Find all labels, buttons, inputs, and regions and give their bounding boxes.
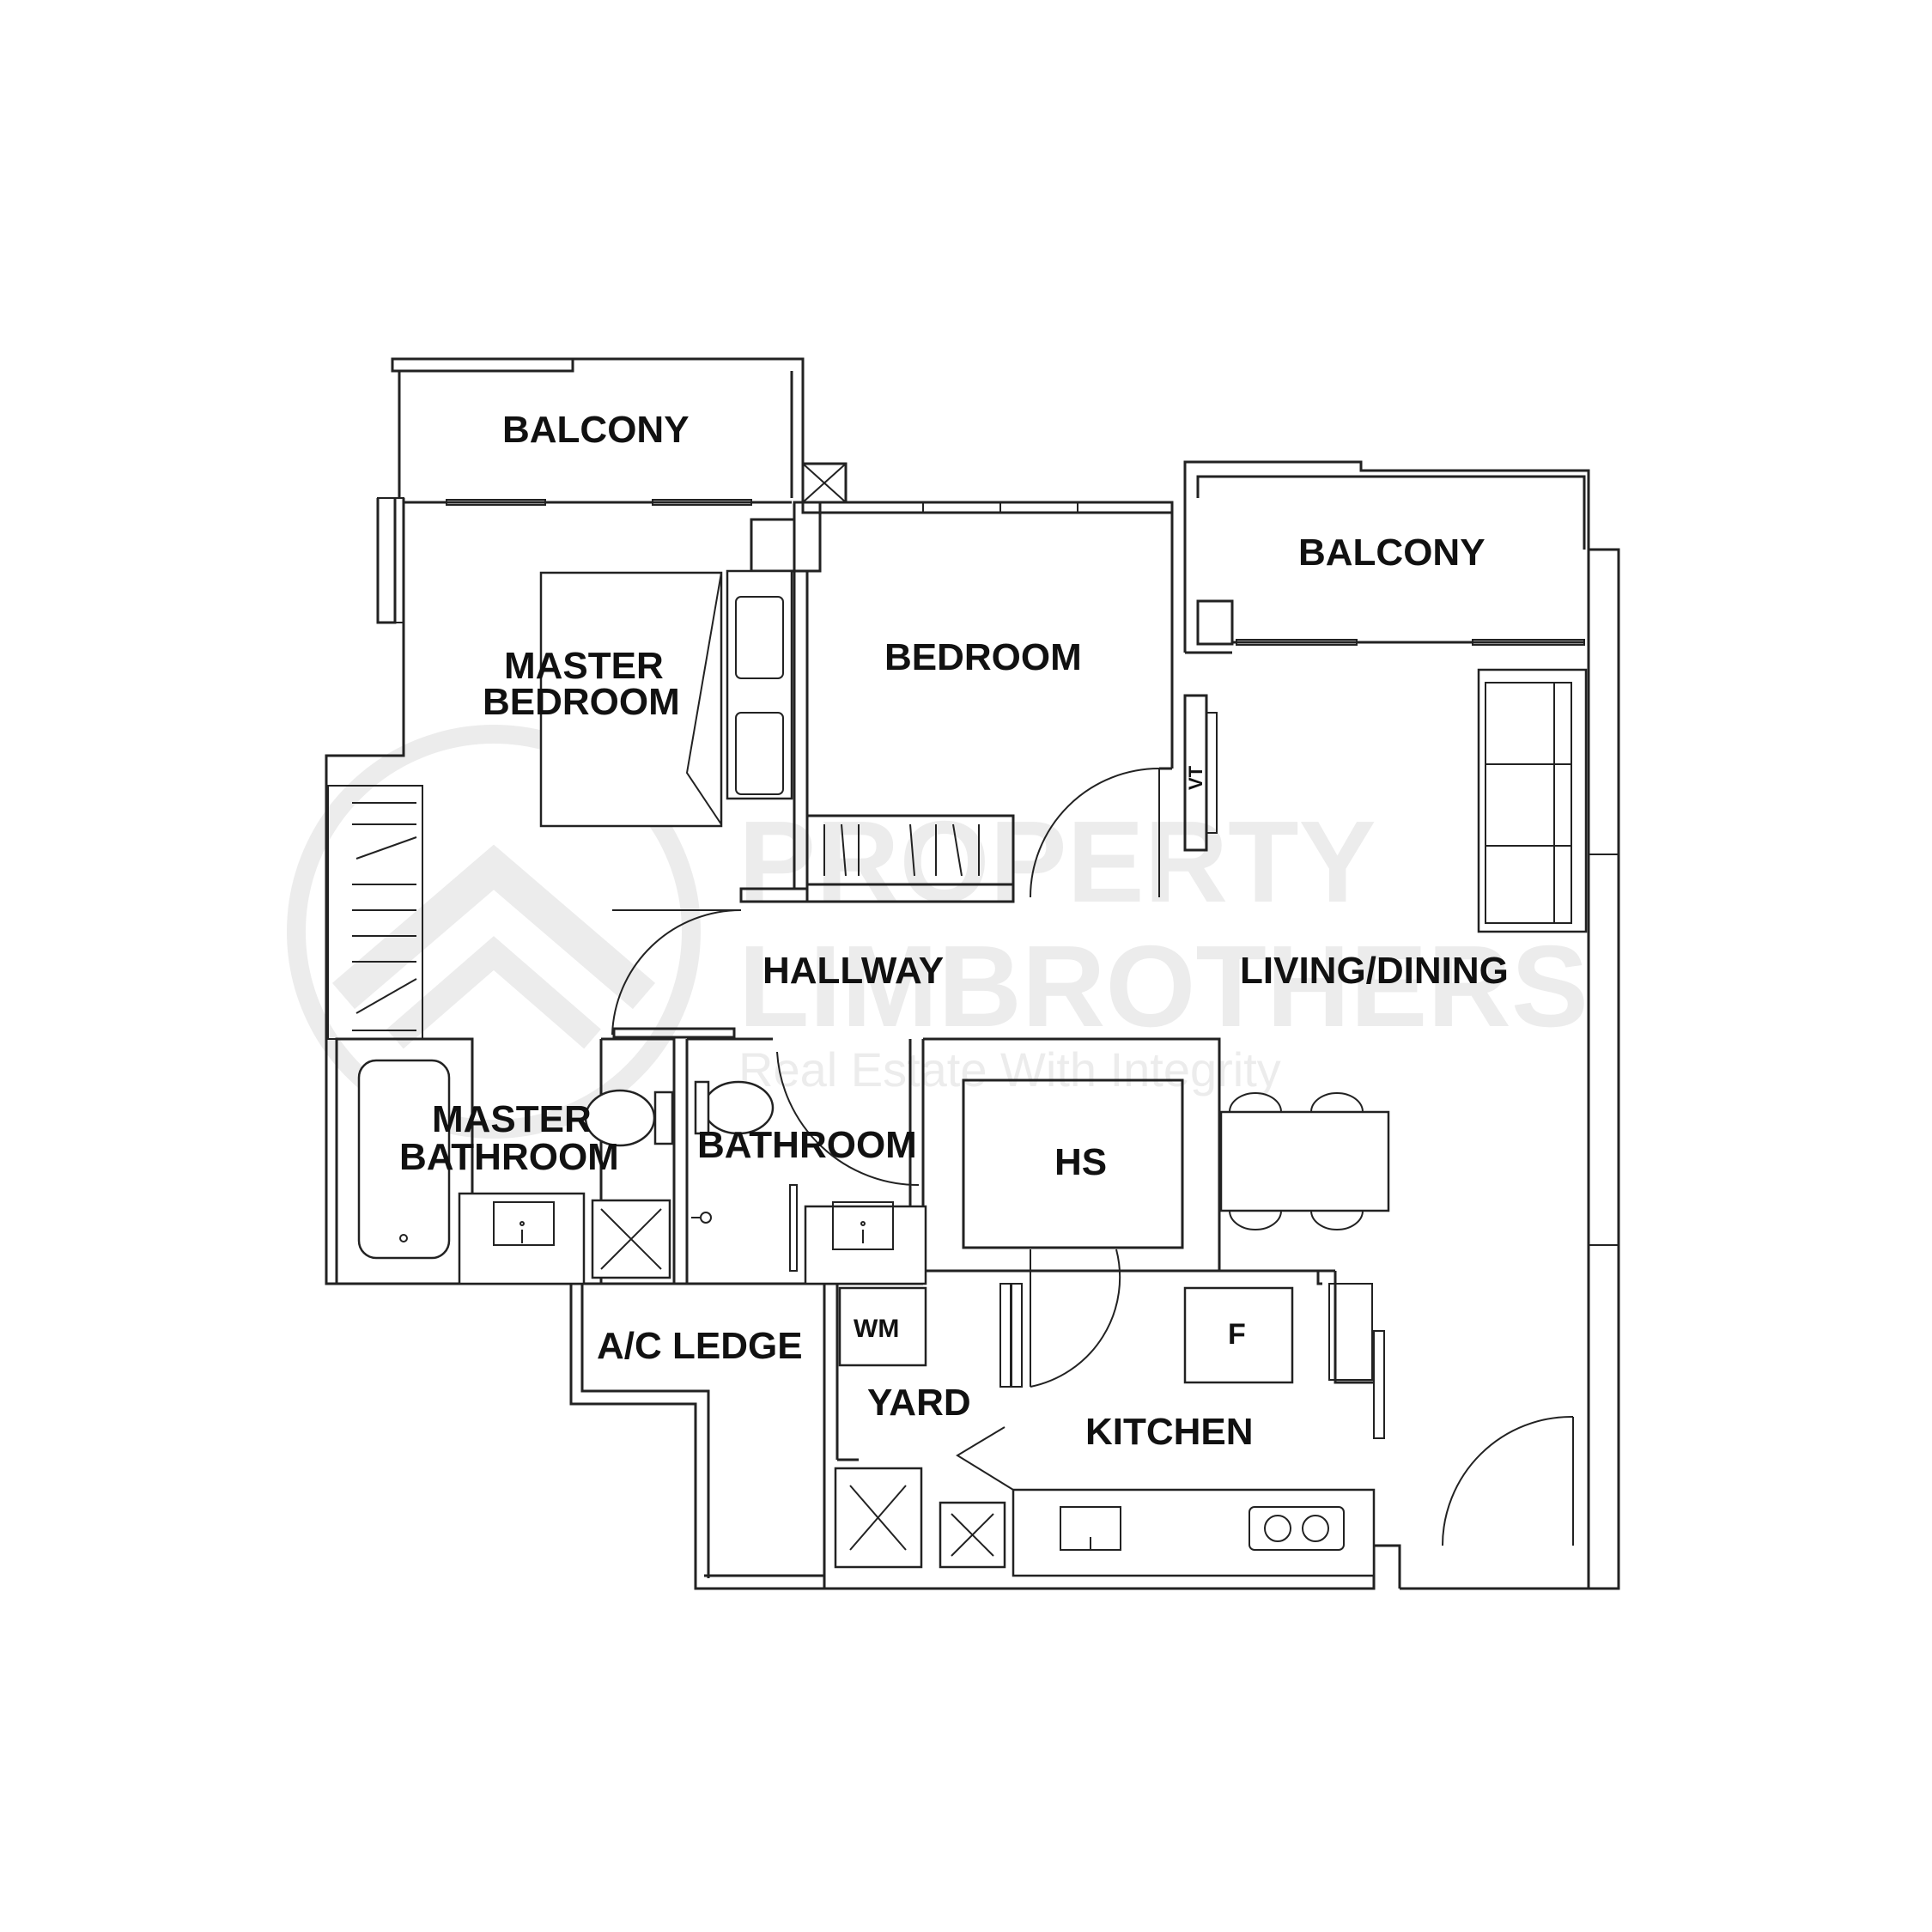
sofa [1477,668,1588,933]
doors [611,768,1574,1546]
yard-label: YARD [867,1382,971,1424]
balcony-master-label: BALCONY [502,409,690,451]
room-labels: BALCONY BALCONY MASTER BEDROOM BEDROOM H… [399,409,1509,1453]
washing-machine [838,1286,927,1367]
hallway-label: HALLWAY [762,950,944,992]
master-bathroom-label-2: BATHROOM [399,1136,619,1178]
bathtub [357,1059,451,1260]
common-basin [804,1205,927,1285]
void-label: VT [1185,765,1206,790]
master-bathroom-label-1: MASTER [432,1098,592,1140]
master-bed [539,571,723,828]
dining-table [1219,1110,1390,1212]
left-wardrobe-lines [352,802,417,1031]
balcony-living-label: BALCONY [1298,532,1485,574]
watermark-roof-icon [331,844,656,1010]
hs-label: HS [1054,1141,1107,1183]
bathroom-label: BATHROOM [697,1124,917,1166]
kitchen-label: KITCHEN [1085,1411,1254,1453]
master-bedroom-door-swing [611,909,742,1036]
watermark-roof-icon-inner [386,936,601,1049]
fridge [1183,1286,1294,1384]
hs-door-swing [1030,1249,1121,1388]
bedroom-label: BEDROOM [884,636,1082,678]
watermark-logo-ring [287,725,701,1139]
fixtures: WM F [335,569,1588,1577]
ac-ledge-label: A/C LEDGE [597,1325,803,1367]
bathroom-door-swing [776,1051,920,1187]
master-bedroom-label-1: MASTER [504,645,664,687]
kitchen-counter [1012,1488,1376,1577]
master-wardrobe [726,569,793,800]
living-dining-label: LIVING/DINING [1240,950,1509,992]
washing-machine-label: WM [854,1315,899,1343]
bedroom-door-swing [1030,768,1160,898]
main-door-swing [1442,1415,1574,1546]
watermark-line2: LIMBROTHERS [738,921,1589,1051]
master-bedroom-label-2: BEDROOM [483,681,680,723]
watermark: PROPERTY LIMBROTHERS Real Estate With In… [287,725,1589,1139]
watermark-tagline: Real Estate With Integrity [738,1042,1281,1097]
household-shelter [962,1078,1184,1249]
fridge-label: F [1228,1318,1246,1351]
